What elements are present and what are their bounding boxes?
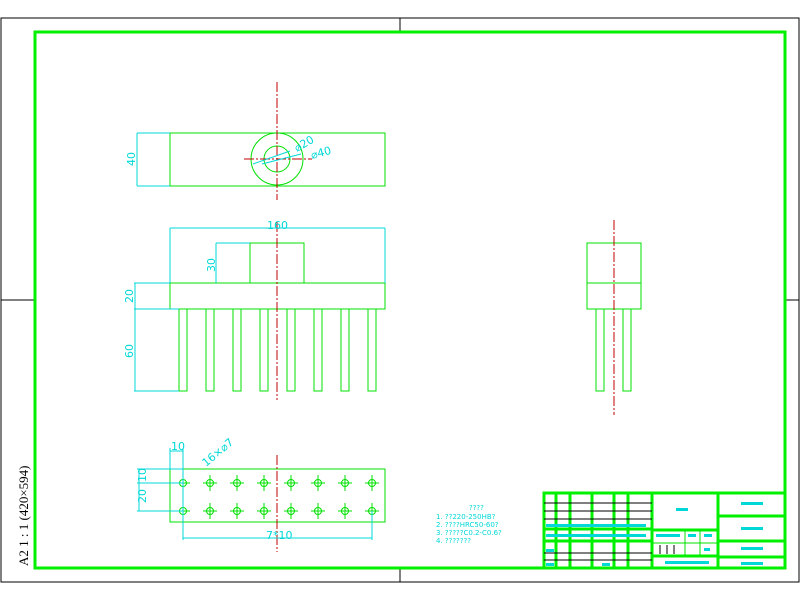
hole bbox=[230, 503, 244, 519]
notes-title: ???? bbox=[469, 504, 484, 512]
dim-10-edge: 10 bbox=[171, 440, 185, 453]
hole bbox=[311, 475, 325, 491]
hole bbox=[338, 475, 352, 491]
pin bbox=[286, 308, 296, 392]
hole bbox=[257, 503, 271, 519]
hole bbox=[338, 503, 352, 519]
side-pin bbox=[595, 308, 605, 392]
hole bbox=[203, 503, 217, 519]
front-view: 160 30 20 60 bbox=[123, 219, 386, 400]
dim-160: 160 bbox=[267, 219, 288, 232]
side-pin bbox=[622, 308, 632, 392]
note-2: 2. ????HRC50-60? bbox=[436, 521, 499, 529]
hole bbox=[230, 475, 244, 491]
hole bbox=[284, 475, 298, 491]
top-view: 40 ⌀20 ⌀40 bbox=[125, 82, 386, 200]
pin bbox=[367, 308, 377, 392]
dim-20: 20 bbox=[123, 289, 136, 303]
dim-10-row: 10 bbox=[136, 468, 149, 482]
note-3: 3. ?????C0.2-C0.6? bbox=[436, 529, 502, 537]
note-1: 1. ??220-250HB? bbox=[436, 513, 496, 521]
hole bbox=[311, 503, 325, 519]
technical-notes: ???? 1. ??220-250HB? 2. ????HRC50-60? 3.… bbox=[436, 504, 502, 545]
title-block-illegible-text bbox=[546, 502, 763, 566]
dim-7x10: 7*10 bbox=[266, 529, 293, 542]
hole-callout: 16×⌀7 bbox=[200, 436, 237, 470]
title-block bbox=[542, 491, 787, 570]
bottom-view: 10 16×⌀7 10 20 7*10 bbox=[136, 436, 386, 552]
dim-dia-40: ⌀40 bbox=[309, 144, 332, 162]
pin bbox=[232, 308, 242, 392]
pin bbox=[178, 308, 188, 392]
hole bbox=[257, 475, 271, 491]
sheet-outer-border bbox=[0, 17, 800, 583]
pin bbox=[205, 308, 215, 392]
drawing-frame bbox=[33, 30, 787, 570]
pin bbox=[259, 308, 269, 392]
hole bbox=[203, 475, 217, 491]
note-4: 4. ??????? bbox=[436, 537, 471, 545]
sheet-size-label: A2 1 : 1 (420×594) bbox=[16, 466, 31, 567]
dim-60: 60 bbox=[123, 344, 136, 358]
dim-40: 40 bbox=[125, 152, 138, 166]
dim-20-pitch: 20 bbox=[136, 489, 149, 503]
dim-30: 30 bbox=[205, 258, 218, 272]
hole bbox=[365, 475, 379, 491]
pin bbox=[340, 308, 350, 392]
pin bbox=[313, 308, 323, 392]
side-view bbox=[586, 220, 642, 415]
hole bbox=[284, 503, 298, 519]
